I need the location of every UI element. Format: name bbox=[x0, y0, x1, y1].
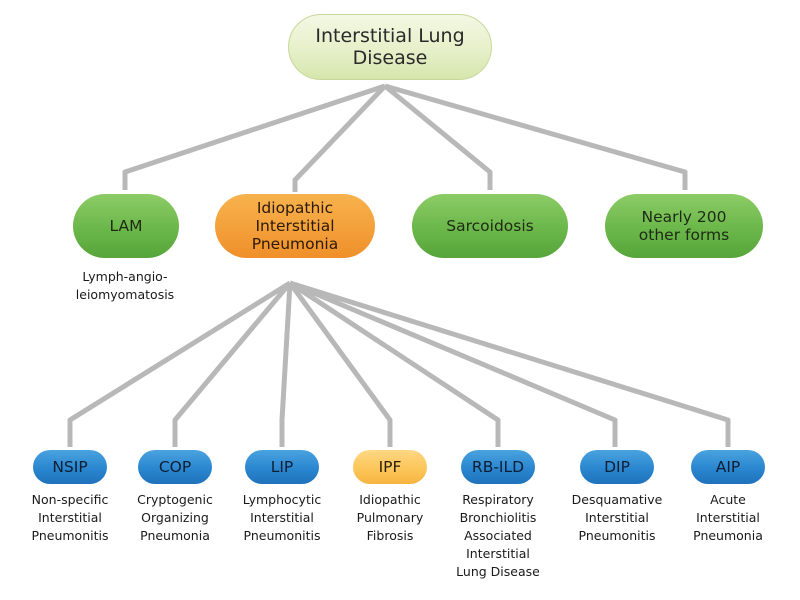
connector-iip-ipf bbox=[287, 281, 393, 447]
node-lam-label: LAM bbox=[109, 216, 143, 235]
connector-root-sarcoidosis bbox=[383, 84, 493, 190]
node-aip-label: AIP bbox=[715, 457, 741, 476]
node-other-forms: Nearly 200 other forms bbox=[605, 194, 763, 258]
rb-ild-description: Respiratory Bronchiolitis Associated Int… bbox=[456, 492, 540, 579]
lip-description: Lymphocytic Interstitial Pneumonitis bbox=[242, 492, 322, 543]
lam-description: Lymph-angio- leiomyomatosis bbox=[75, 269, 175, 302]
node-idiopathic-interstitial-pneumonia: Idiopathic Interstitial Pneumonia bbox=[215, 194, 375, 258]
connector-iip-nsip bbox=[67, 280, 292, 447]
ipf-description: Idiopathic Pulmonary Fibrosis bbox=[356, 492, 424, 543]
node-lip: LIP bbox=[245, 450, 319, 484]
node-cop: COP bbox=[138, 450, 212, 484]
root-node-label: Interstitial Lung Disease bbox=[315, 24, 465, 69]
node-nsip: NSIP bbox=[33, 450, 107, 484]
node-sarcoidosis: Sarcoidosis bbox=[412, 194, 568, 258]
node-sarcoidosis-label: Sarcoidosis bbox=[446, 216, 534, 235]
connector-root-iip bbox=[292, 84, 387, 192]
node-ipf: IPF bbox=[353, 450, 427, 484]
root-node-interstitial-lung-disease: Interstitial Lung Disease bbox=[288, 14, 492, 80]
connector-iip-cop bbox=[172, 281, 292, 447]
connector-iip-dip bbox=[289, 280, 618, 447]
node-aip: AIP bbox=[691, 450, 765, 484]
dip-description: Desquamative Interstitial Pneumonitis bbox=[571, 492, 663, 543]
node-lam: LAM bbox=[73, 194, 179, 258]
node-dip-label: DIP bbox=[604, 457, 630, 476]
connector-iip-rbild bbox=[288, 280, 501, 447]
node-dip: DIP bbox=[580, 450, 654, 484]
node-cop-label: COP bbox=[158, 457, 192, 476]
node-iip-label: Idiopathic Interstitial Pneumonia bbox=[251, 198, 339, 254]
connector-iip-aip bbox=[289, 280, 731, 447]
cop-description: Cryptogenic Organizing Pneumonia bbox=[137, 492, 213, 543]
connector-root-lam bbox=[122, 83, 386, 190]
node-rb-ild-label: RB-ILD bbox=[471, 457, 525, 476]
node-other-forms-label: Nearly 200 other forms bbox=[638, 207, 730, 244]
node-rb-ild: RB-ILD bbox=[461, 450, 535, 484]
nsip-description: Non-specific Interstitial Pneumonitis bbox=[31, 492, 109, 543]
connector-root-other bbox=[384, 83, 688, 190]
node-ipf-label: IPF bbox=[378, 457, 402, 476]
aip-description: Acute Interstitial Pneumonia bbox=[693, 492, 763, 543]
connector-iip-lip bbox=[279, 282, 293, 447]
node-nsip-label: NSIP bbox=[52, 457, 88, 476]
node-lip-label: LIP bbox=[270, 457, 294, 476]
